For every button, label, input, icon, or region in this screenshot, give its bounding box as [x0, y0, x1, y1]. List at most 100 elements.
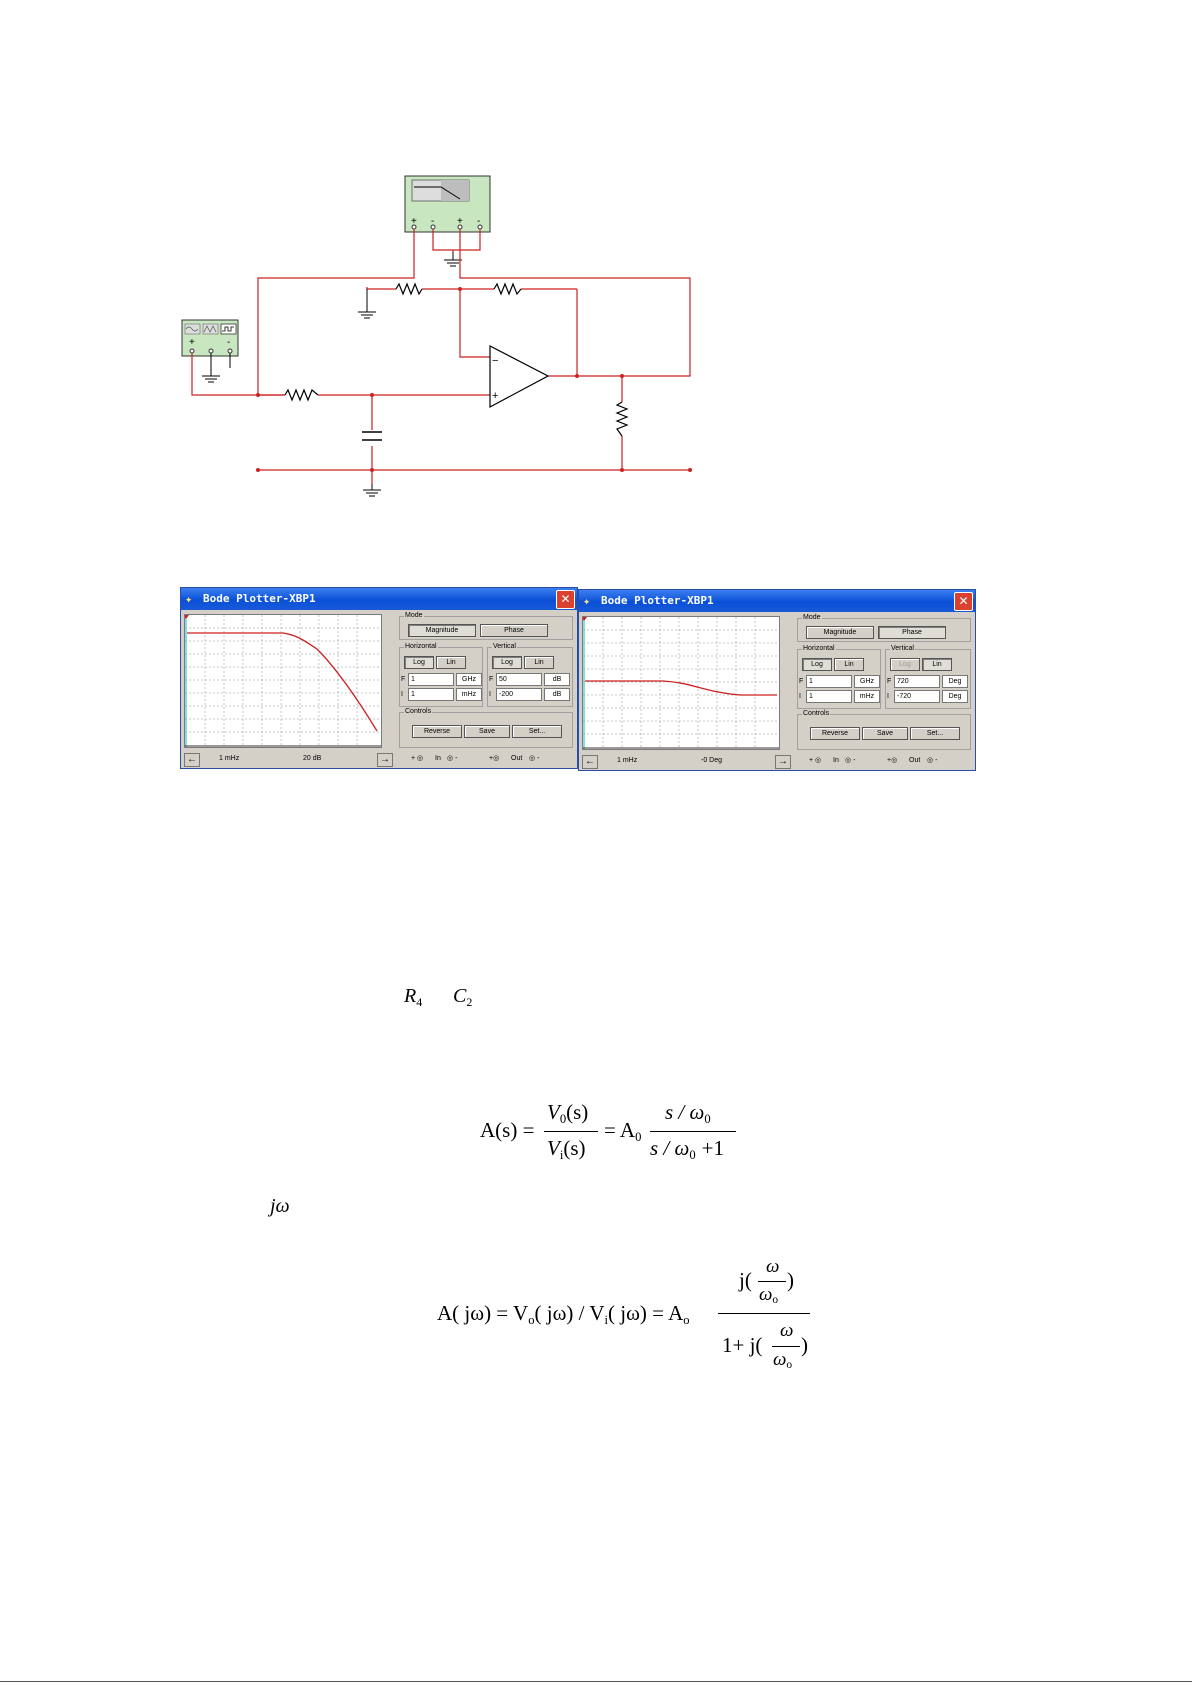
horizontal-group: Horizontal Log Lin F 1 GHz I 1 mHz [399, 643, 483, 707]
vertical-initial-unit[interactable]: Deg [942, 690, 968, 703]
horizontal-final-unit[interactable]: GHz [854, 675, 880, 688]
bode-term-1: + [411, 216, 417, 227]
c2-letter: C [453, 985, 467, 1007]
mode-label: Mode [802, 614, 822, 621]
bode-term-2: - [431, 216, 434, 227]
vertical-label: Vertical [492, 643, 517, 650]
eq1-frac1-num: V0(s) [547, 1100, 588, 1127]
horizontal-lin-button[interactable]: Lin [436, 656, 466, 669]
eq2-lhs-text: A( jω) = V [437, 1301, 529, 1325]
cursor-left-button[interactable]: ← [184, 753, 200, 767]
horizontal-f-label: F [401, 676, 406, 683]
horizontal-initial-input[interactable]: 1 [408, 688, 454, 701]
symbol-jw: jω [270, 1195, 290, 1217]
wires [191, 229, 691, 484]
controls-group: Controls Reverse Save Set... [399, 708, 573, 748]
bode-term-4: - [477, 216, 480, 227]
magnitude-button[interactable]: Magnitude [806, 626, 874, 639]
eq2-num-inner-line [758, 1281, 786, 1282]
out-minus-terminal[interactable]: ◎ - [927, 757, 938, 764]
window-titlebar[interactable]: ✦ Bode Plotter-XBP1 ✕ [579, 590, 975, 612]
horizontal-initial-input[interactable]: 1 [806, 690, 852, 703]
eq1-frac2-den: s / ω0+1 [650, 1136, 724, 1163]
in-minus-terminal[interactable]: ◎ - [845, 757, 856, 764]
eq2-num-wo-sym: ω [759, 1284, 773, 1305]
symbol-r4: R4 [404, 985, 422, 1010]
bode-window-magnitude[interactable]: ✦ Bode Plotter-XBP1 ✕ ← 1 mHz [180, 587, 578, 769]
circuit-schematic: + - + - + - [181, 175, 692, 497]
out-minus-terminal[interactable]: ◎ - [529, 755, 540, 762]
eq2-num-wo-sub: o [772, 1294, 779, 1306]
bode-plotter-instrument[interactable] [404, 175, 491, 233]
set-button[interactable]: Set... [512, 725, 562, 738]
horizontal-f-label: F [799, 678, 804, 685]
settings-panel: Mode Magnitude Phase Horizontal Log Lin … [397, 612, 577, 768]
out-minus-label: - [537, 755, 540, 762]
vertical-final-unit[interactable]: dB [544, 673, 570, 686]
in-label: In [833, 757, 839, 764]
cursor-right-button[interactable]: → [377, 753, 393, 767]
controls-label: Controls [404, 708, 433, 715]
c2-subscript: 2 [466, 994, 473, 1009]
vertical-initial-unit[interactable]: dB [544, 688, 570, 701]
horizontal-log-button[interactable]: Log [802, 658, 832, 671]
cursor-right-button[interactable]: → [775, 755, 791, 769]
svg-text:−: − [492, 355, 498, 367]
symbol-c2: C2 [453, 985, 472, 1010]
horizontal-final-input[interactable]: 1 [806, 675, 852, 688]
vertical-final-unit[interactable]: Deg [942, 675, 968, 688]
horizontal-initial-unit[interactable]: mHz [456, 688, 482, 701]
in-plus-terminal[interactable]: + ◎ [809, 757, 822, 764]
vertical-log-button[interactable]: Log [492, 656, 522, 669]
horizontal-lin-button[interactable]: Lin [834, 658, 864, 671]
vertical-lin-button[interactable]: Lin [524, 656, 554, 669]
mode-label: Mode [404, 612, 424, 619]
horizontal-final-unit[interactable]: GHz [456, 673, 482, 686]
horizontal-i-label: I [799, 693, 801, 700]
vertical-log-button[interactable]: Log [890, 658, 920, 671]
eq2-den-wo-sym: ω [773, 1349, 787, 1370]
bode-app-icon: ✦ [583, 594, 591, 608]
magnitude-plot[interactable] [184, 614, 382, 748]
r4-subscript: 4 [416, 994, 423, 1009]
ground-symbol-bode [444, 250, 462, 267]
close-button[interactable]: ✕ [954, 592, 973, 611]
vertical-final-input[interactable]: 720 [894, 675, 940, 688]
magnitude-button[interactable]: Magnitude [408, 624, 476, 637]
save-button[interactable]: Save [464, 725, 510, 738]
horizontal-final-input[interactable]: 1 [408, 673, 454, 686]
window-titlebar[interactable]: ✦ Bode Plotter-XBP1 ✕ [181, 588, 577, 610]
vertical-lin-button[interactable]: Lin [922, 658, 952, 671]
horizontal-initial-unit[interactable]: mHz [854, 690, 880, 703]
eq1-frac2-num-sub: 0 [704, 1111, 711, 1126]
save-button[interactable]: Save [862, 727, 908, 740]
status-value: -0 Deg [701, 757, 723, 764]
svg-text:+: + [492, 390, 498, 402]
eq1-v0-sub: 0 [559, 1111, 567, 1126]
eq2-den-w: ω [780, 1320, 794, 1341]
horizontal-log-button[interactable]: Log [404, 656, 434, 669]
reverse-button[interactable]: Reverse [412, 725, 462, 738]
vertical-f-label: F [887, 678, 892, 685]
eq2-vo-sub: o [528, 1312, 535, 1327]
bode-window-phase[interactable]: ✦ Bode Plotter-XBP1 ✕ ← 1 mHz [578, 589, 976, 771]
terminal-row: + ◎ In ◎ - +◎ Out ◎ - [795, 752, 975, 770]
function-generator[interactable] [181, 319, 239, 357]
eq1-lhs-text: A(s) = [480, 1118, 535, 1142]
cursor-left-button[interactable]: ← [582, 755, 598, 769]
out-plus-terminal[interactable]: +◎ [887, 757, 898, 764]
vertical-initial-input[interactable]: -200 [496, 688, 542, 701]
vertical-final-input[interactable]: 50 [496, 673, 542, 686]
in-minus-terminal[interactable]: ◎ - [447, 755, 458, 762]
reverse-button[interactable]: Reverse [810, 727, 860, 740]
close-button[interactable]: ✕ [556, 590, 575, 609]
phase-button[interactable]: Phase [878, 626, 946, 639]
eq1-frac2-line [650, 1131, 736, 1132]
phase-plot[interactable] [582, 616, 780, 750]
vertical-initial-input[interactable]: -720 [894, 690, 940, 703]
out-plus-terminal[interactable]: +◎ [489, 755, 500, 762]
phase-button[interactable]: Phase [480, 624, 548, 637]
set-button[interactable]: Set... [910, 727, 960, 740]
in-plus-terminal[interactable]: + ◎ [411, 755, 424, 762]
eq2-lhs: A( jω) = Vo( jω) / Vi( jω) = Ao [437, 1301, 690, 1328]
